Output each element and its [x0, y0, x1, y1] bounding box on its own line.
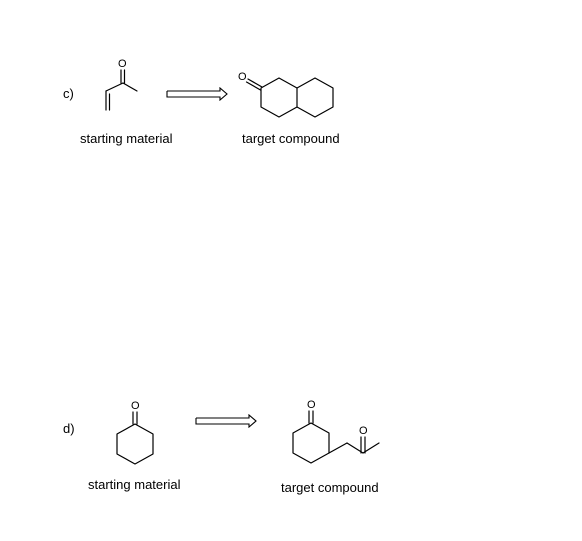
oxygen-atom-label: O	[238, 71, 247, 83]
starting-material-label: starting material	[80, 131, 173, 146]
starting-material-label: starting material	[88, 477, 181, 492]
ring	[296, 77, 334, 118]
bond	[346, 442, 364, 454]
oxygen-atom-label: O	[118, 58, 127, 70]
retrosynthesis-arrow	[195, 414, 257, 428]
problem-label: c)	[63, 86, 74, 101]
target-compound-label: target compound	[242, 131, 340, 146]
bond	[245, 81, 262, 91]
bond	[328, 442, 348, 454]
target-compound-label: target compound	[281, 480, 379, 495]
oxygen-atom-label: O	[131, 400, 140, 412]
oxygen-atom-label: O	[307, 399, 316, 411]
bond	[122, 82, 138, 92]
oxygen-atom-label: O	[359, 425, 368, 437]
ring	[116, 423, 154, 465]
bond	[247, 78, 263, 88]
ring	[292, 422, 330, 464]
problem-label: d)	[63, 421, 75, 436]
bond	[105, 82, 124, 92]
bond	[362, 442, 380, 454]
retrosynthesis-arrow	[166, 87, 228, 101]
